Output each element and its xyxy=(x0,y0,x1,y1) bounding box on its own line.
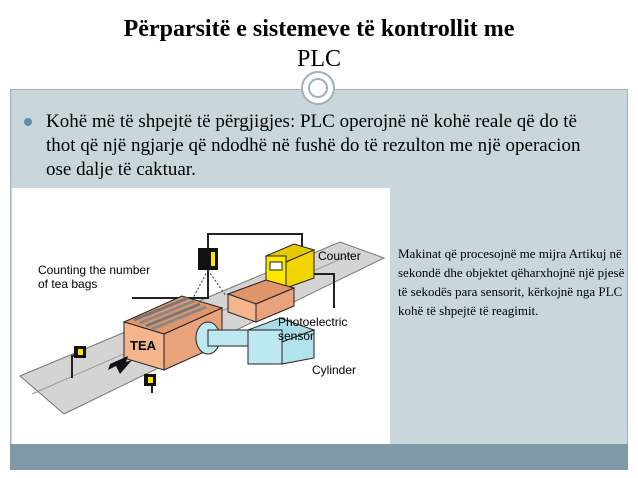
wire-counter xyxy=(207,233,303,252)
tea-label: TEA xyxy=(130,338,157,353)
side-note: Makinat që procesojnë me mijra Artikuj n… xyxy=(398,246,625,318)
label-cylinder: Cylinder xyxy=(312,363,356,377)
top-sensor-lens xyxy=(211,252,215,266)
diagram-svg: TEA Counting the number of tea bags Coun… xyxy=(19,233,386,415)
cylinder-body-side xyxy=(281,329,315,365)
counter-side-face xyxy=(285,249,315,289)
wire-sensor xyxy=(132,260,209,299)
bullet-dot-icon xyxy=(24,118,32,126)
footer-bar xyxy=(10,444,628,470)
label-photoelectric-line1: Photoelectric xyxy=(278,315,347,329)
left-sensor-lens xyxy=(78,349,83,355)
label-counting-line1: Counting the number xyxy=(38,263,150,277)
sensor-beam xyxy=(207,269,227,297)
sensor-beam xyxy=(191,269,209,301)
label-photoelectric-line2: sensor xyxy=(278,329,314,343)
bullet-text: Kohë më të shpejtë të përgjigjes: PLC op… xyxy=(46,111,581,180)
slide-title-line1: Përparsitë e sistemeve të kontrollit me xyxy=(123,16,515,42)
counter-display xyxy=(269,261,283,271)
title-divider-circle xyxy=(301,71,335,105)
label-counting-line2: of tea bags xyxy=(38,277,97,291)
tea-box-small-side xyxy=(255,287,295,323)
tea-bag-counting-diagram: TEA Counting the number of tea bags Coun… xyxy=(12,188,390,444)
bottom-sensor-lens xyxy=(148,377,153,383)
title-divider-inner-circle xyxy=(308,78,328,98)
bullet-point: Kohë më të shpejtë të përgjigjes: PLC op… xyxy=(24,110,604,182)
direction-arrow-icon xyxy=(108,356,132,374)
wire-right xyxy=(312,273,335,308)
cylinder-rod xyxy=(207,329,249,347)
tea-bags-stack xyxy=(133,296,207,331)
cylinder-icon xyxy=(247,329,283,365)
slide-title-line2: PLC xyxy=(296,46,341,72)
label-counter: Counter xyxy=(318,249,361,263)
